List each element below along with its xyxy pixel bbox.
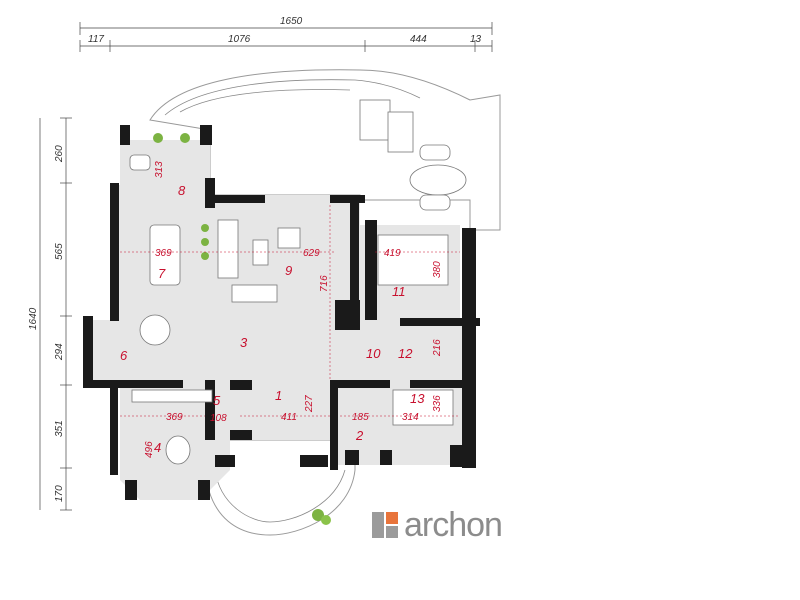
room-label-7: 7 <box>158 266 166 281</box>
room-label-11: 11 <box>392 284 406 299</box>
room-dim-411: 411 <box>281 412 297 423</box>
logo-text: archon <box>404 506 503 544</box>
room-label-8: 8 <box>178 183 186 198</box>
room-dim-496: 496 <box>144 441 155 458</box>
room-dim-716: 716 <box>319 275 330 292</box>
room-dim-216: 216 <box>432 339 443 357</box>
room-label-5: 5 <box>213 393 221 408</box>
room-labels: 1 2 3 4 5 6 7 8 9 10 11 12 13 <box>120 183 425 455</box>
dim-top-3: 444 <box>410 34 427 45</box>
room-label-6: 6 <box>120 348 128 363</box>
terrace-arc <box>164 79 421 116</box>
dim-left-1: 260 <box>54 145 65 163</box>
dim-top-4: 13 <box>470 34 482 45</box>
dim-left-4: 351 <box>54 420 65 437</box>
terrace-arc-inner <box>179 89 351 113</box>
archon-logo: archon <box>372 506 503 544</box>
room-label-9: 9 <box>285 263 292 278</box>
room-label-3: 3 <box>240 335 248 350</box>
room-dim-108: 108 <box>210 413 227 424</box>
dim-top-total: 1650 <box>280 16 303 27</box>
room-dim-419: 419 <box>384 248 401 259</box>
room-dimension-values: 313 369 629 716 419 380 216 369 108 411 … <box>144 161 443 458</box>
entrance-arc <box>214 469 346 523</box>
plant-icons <box>153 133 331 525</box>
room-dimension-lines <box>120 205 460 417</box>
room-label-12: 12 <box>398 346 413 361</box>
room-dim-336: 336 <box>432 395 443 412</box>
garden-terrace <box>149 69 501 231</box>
house-floor <box>85 140 475 500</box>
left-dimensions: 1640 260 565 294 351 170 <box>28 117 72 511</box>
walls <box>83 125 480 500</box>
room-dim-380: 380 <box>432 261 443 278</box>
dim-left-3: 294 <box>54 343 65 361</box>
room-dim-227: 227 <box>304 395 315 413</box>
dim-left-2: 565 <box>54 243 65 260</box>
room-dim-313: 313 <box>154 161 165 178</box>
room-label-2: 2 <box>355 428 364 443</box>
dim-top-2: 1076 <box>228 34 251 45</box>
room-dim-185: 185 <box>352 412 369 423</box>
dim-left-total: 1640 <box>28 307 39 330</box>
room-label-4: 4 <box>154 440 161 455</box>
room-dim-369-a: 369 <box>155 248 172 259</box>
room-label-13: 13 <box>410 391 425 406</box>
top-dimensions: 1650 117 1076 444 13 <box>79 16 493 52</box>
room-dim-369-b: 369 <box>166 412 183 423</box>
logo-mark-icon <box>372 512 398 538</box>
dim-top-1: 117 <box>88 34 104 45</box>
room-label-1: 1 <box>275 388 282 403</box>
dim-left-5: 170 <box>54 485 65 502</box>
room-dim-629: 629 <box>303 248 320 259</box>
furniture <box>129 99 467 465</box>
room-label-10: 10 <box>366 346 381 361</box>
room-dim-314: 314 <box>402 412 419 423</box>
